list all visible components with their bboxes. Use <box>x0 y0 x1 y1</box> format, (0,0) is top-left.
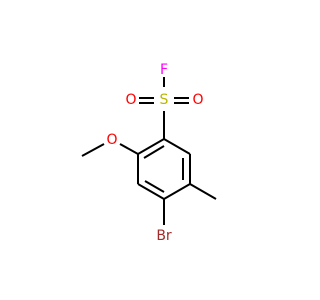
atom-label-oxygen-right: O <box>192 92 203 108</box>
ring-bond-c4-c5 <box>163 183 191 200</box>
ring-bond-c6-c1 <box>163 138 191 155</box>
atom-label-oxygen-methoxy: O <box>106 132 117 148</box>
ring-double-bond-c1-c2 <box>143 145 165 159</box>
ring-bond-c3-c4 <box>137 183 165 200</box>
benzene-ring <box>137 138 191 200</box>
atom-label-oxygen-left: O <box>125 92 136 108</box>
ring-double-bond-c3-c4 <box>144 180 165 193</box>
atom-label-fluorine: F <box>160 62 168 78</box>
molecule-structure: F S O O O Br <box>81 62 217 244</box>
bond-c2-o <box>119 143 139 155</box>
atom-label-sulfur: S <box>160 92 169 108</box>
ring-bond-c1-c2 <box>137 138 165 155</box>
bond-o-ch3 <box>81 143 105 157</box>
bond-c5-ch3 <box>189 183 217 200</box>
atom-label-bromine: Br <box>156 228 172 244</box>
